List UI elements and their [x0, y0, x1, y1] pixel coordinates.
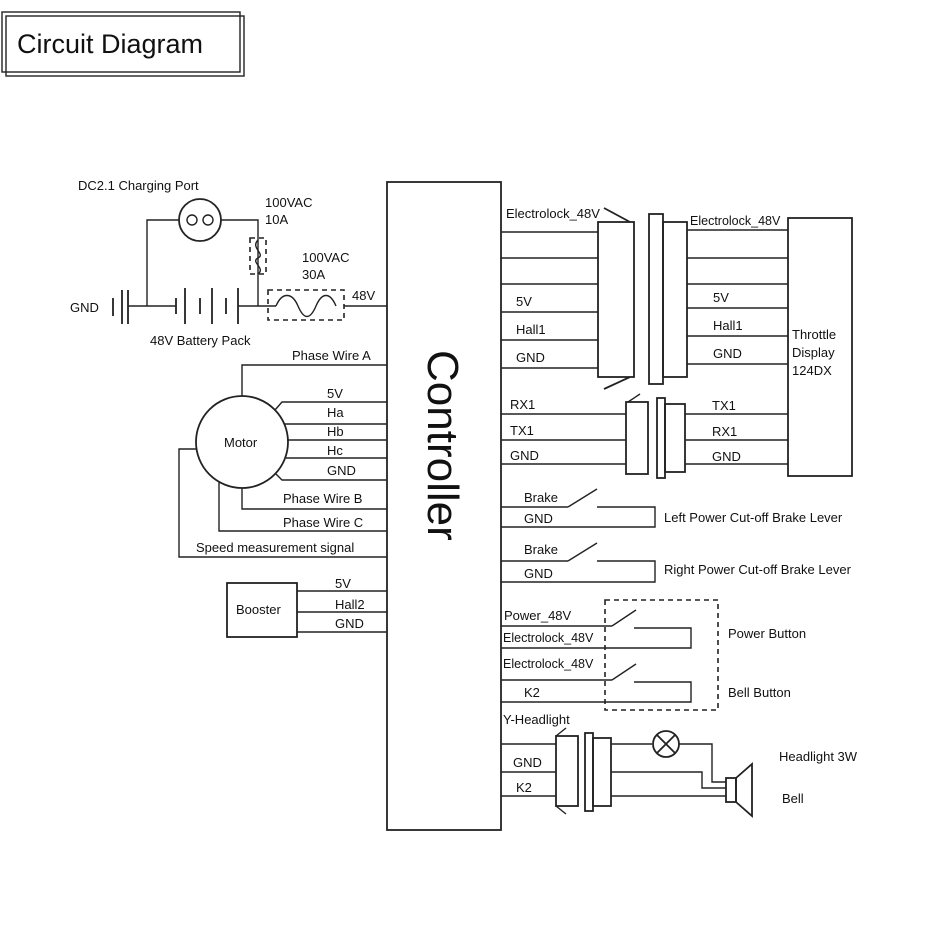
fuse1-current: 10A: [265, 212, 288, 227]
disp-hall1-label: Hall1: [713, 318, 743, 333]
bell-switch-icon: [611, 663, 637, 681]
comm-section: RX1 TX1 GND TX1 RX1 GND: [501, 393, 788, 479]
battery-icon: [175, 288, 239, 324]
ctrl-electrolock-label: Electrolock_48V: [506, 206, 600, 221]
disp-gnd-label: GND: [713, 346, 742, 361]
ctrl-rx1-label: RX1: [510, 397, 535, 412]
left-lever-label: Left Power Cut-off Brake Lever: [664, 510, 843, 525]
headlight-gnd-label: GND: [513, 755, 542, 770]
booster-hall2-label: Hall2: [335, 597, 365, 612]
disp-rx1-label: RX1: [712, 424, 737, 439]
motor-5v-label: 5V: [327, 386, 343, 401]
disp-electrolock-label: Electrolock_48V: [690, 214, 781, 228]
brake-section: Brake GND Left Power Cut-off Brake Lever…: [501, 488, 852, 583]
electrolock2-label: Electrolock_48V: [503, 657, 594, 671]
ctrl-tx1-label: TX1: [510, 423, 534, 438]
charging-port-icon: [178, 198, 222, 242]
bell-label: Bell: [782, 791, 804, 806]
booster-label: Booster: [236, 602, 281, 617]
motor-hb-label: Hb: [327, 424, 344, 439]
motor-section: Motor Phase Wire A 5V Ha Hb Hc GND Phase…: [178, 348, 387, 558]
motor-gnd-label: GND: [327, 463, 356, 478]
headlight-section: Y-Headlight GND K2 Headlight 3W Bell: [501, 712, 858, 818]
left-gnd-label: GND: [524, 511, 553, 526]
bell-speaker-icon: [725, 762, 753, 818]
booster-5v-label: 5V: [335, 576, 351, 591]
electrolock1-label: Electrolock_48V: [503, 631, 594, 645]
fuse2-current: 30A: [302, 267, 325, 282]
controller-label: Controller: [418, 350, 467, 541]
booster-gnd-label: GND: [335, 616, 364, 631]
controller-block: Controller: [386, 181, 502, 831]
motor-label: Motor: [224, 435, 258, 450]
power-button-label: Power Button: [728, 626, 806, 641]
fuse-30a-icon: [267, 289, 345, 321]
headlight-3w-label: Headlight 3W: [779, 749, 858, 764]
page-title: Circuit Diagram: [17, 29, 203, 59]
right-brake-label: Brake: [524, 542, 558, 557]
power-switch-icon: [611, 609, 637, 627]
charging-port-label: DC2.1 Charging Port: [78, 178, 199, 193]
ctrl-gnd-label: GND: [516, 350, 545, 365]
display-line2: Display: [792, 345, 835, 360]
phase-a-label: Phase Wire A: [292, 348, 371, 363]
throttle-display-box: [787, 217, 853, 477]
disp-tx1-label: TX1: [712, 398, 736, 413]
ctrl-5v-label: 5V: [516, 294, 532, 309]
fuse-10a-icon: [249, 237, 267, 275]
gnd-label: GND: [70, 300, 99, 315]
left-brake-switch-icon: [567, 488, 598, 508]
power-section: DC2.1 Charging Port 100VAC 10A GND 48V B…: [70, 178, 387, 348]
booster-box: [226, 582, 298, 638]
right-gnd-label: GND: [524, 566, 553, 581]
disp-5v-label: 5V: [713, 290, 729, 305]
display-line3: 124DX: [792, 363, 832, 378]
buttons-section: Power_48V Electrolock_48V Power Button E…: [501, 599, 806, 711]
phase-c-label: Phase Wire C: [283, 515, 363, 530]
battery-label: 48V Battery Pack: [150, 333, 251, 348]
display-line1: Throttle: [792, 327, 836, 342]
right-lever-label: Right Power Cut-off Brake Lever: [664, 562, 852, 577]
fuse2-rating: 100VAC: [302, 250, 349, 265]
bell-button-label: Bell Button: [728, 685, 791, 700]
speed-signal-label: Speed measurement signal: [196, 540, 354, 555]
motor-ha-label: Ha: [327, 405, 344, 420]
voltage-label: 48V: [352, 288, 375, 303]
power-48v-label: Power_48V: [504, 608, 572, 623]
title-box: Circuit Diagram: [1, 11, 245, 77]
headlight-lamp-icon: [652, 730, 680, 758]
k2-label: K2: [524, 685, 540, 700]
left-brake-label: Brake: [524, 490, 558, 505]
fuse1-rating: 100VAC: [265, 195, 312, 210]
button-group-box: [604, 599, 719, 711]
ctrl-comm-gnd-label: GND: [510, 448, 539, 463]
motor-hc-label: Hc: [327, 443, 343, 458]
y-headlight-label: Y-Headlight: [503, 712, 570, 727]
headlight-k2-label: K2: [516, 780, 532, 795]
right-brake-switch-icon: [567, 542, 598, 562]
disp-comm-gnd-label: GND: [712, 449, 741, 464]
phase-b-label: Phase Wire B: [283, 491, 362, 506]
ctrl-hall1-label: Hall1: [516, 322, 546, 337]
throttle-section: Electrolock_48V 5V Hall1 GND Electrolock…: [501, 206, 853, 477]
booster-section: Booster 5V Hall2 GND: [226, 576, 387, 638]
